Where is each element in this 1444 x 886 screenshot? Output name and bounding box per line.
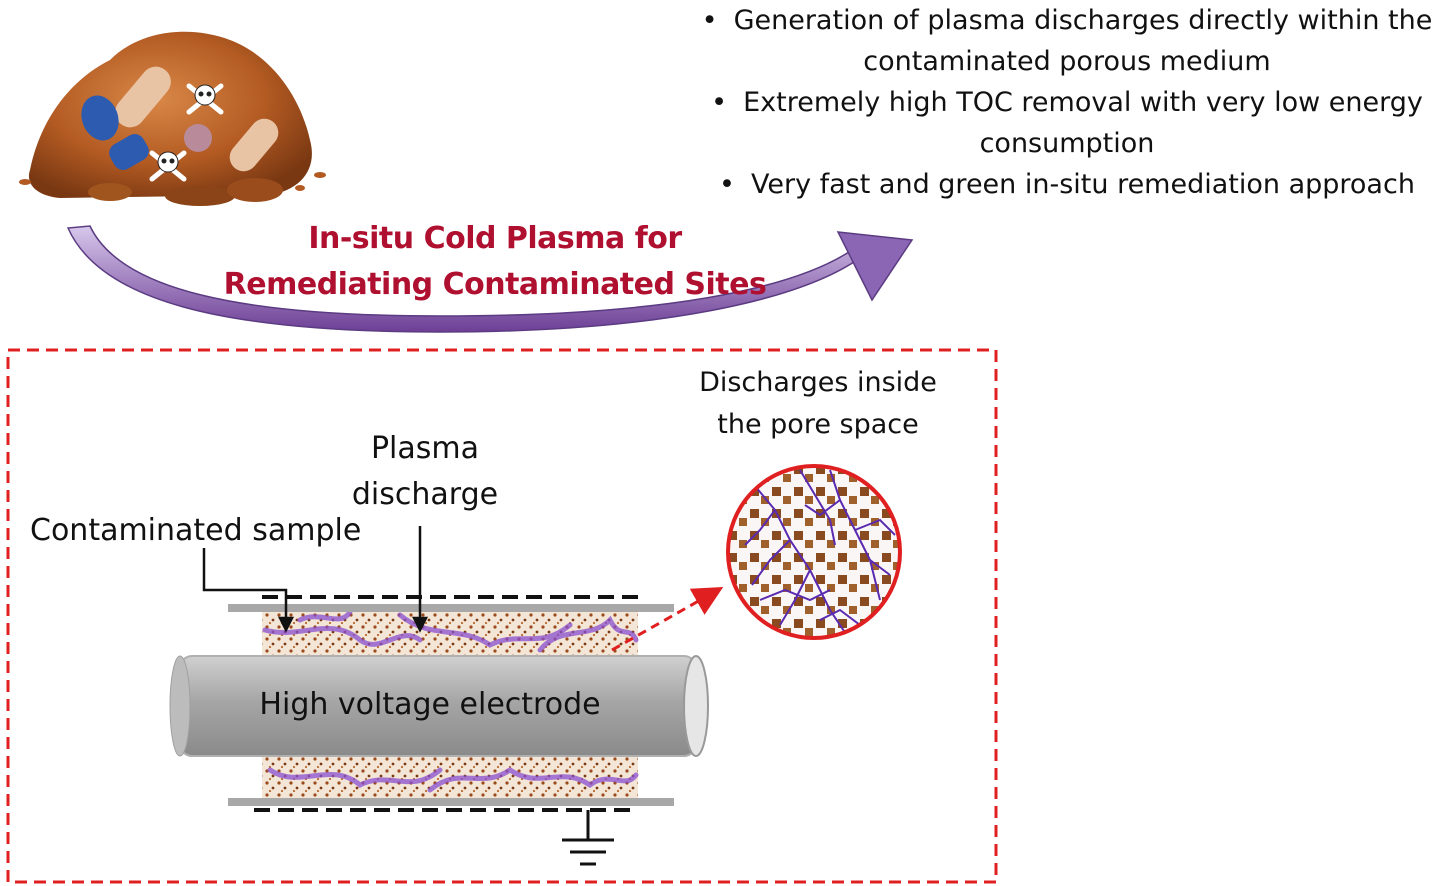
process-arrow bbox=[66, 225, 914, 333]
pill-icon bbox=[81, 95, 119, 141]
skull-crossbones-icon bbox=[149, 150, 187, 182]
diagram-title: In-situ Cold Plasma for Remediating Cont… bbox=[223, 221, 767, 302]
plasma-filaments bbox=[262, 609, 639, 793]
bullet-item: Very fast and green in-situ remediation … bbox=[690, 164, 1444, 205]
zoom-arrow bbox=[611, 587, 724, 652]
label-discharges-inside: Discharges inside the pore space bbox=[699, 367, 937, 440]
bullet-item: Generation of plasma discharges directly… bbox=[690, 0, 1444, 82]
key-findings-list: Generation of plasma discharges directly… bbox=[690, 0, 1444, 205]
label-plasma-discharge: Plasma discharge bbox=[351, 431, 499, 512]
plasma-reactor bbox=[169, 595, 709, 866]
label-high-voltage-electrode: High voltage electrode bbox=[259, 687, 601, 722]
capsule-icon bbox=[115, 66, 171, 128]
outer-tube-top bbox=[228, 604, 674, 612]
contaminated-soil-illustration bbox=[19, 31, 326, 206]
discharge-branches bbox=[744, 469, 896, 638]
outer-tube-bottom bbox=[228, 798, 674, 806]
skull-crossbones-icon bbox=[186, 83, 224, 115]
pore-space-zoom bbox=[726, 464, 902, 640]
setup-frame bbox=[6, 348, 998, 884]
bullet-item: Extremely high TOC removal with very low… bbox=[690, 82, 1444, 164]
capsule-icon bbox=[229, 118, 279, 172]
high-voltage-electrode bbox=[169, 655, 709, 757]
ground-symbol-icon bbox=[562, 810, 614, 866]
pill-icon bbox=[109, 134, 149, 170]
label-arrows bbox=[202, 526, 429, 633]
pill-icon bbox=[184, 124, 212, 152]
label-contaminated-sample: Contaminated sample bbox=[30, 513, 362, 548]
